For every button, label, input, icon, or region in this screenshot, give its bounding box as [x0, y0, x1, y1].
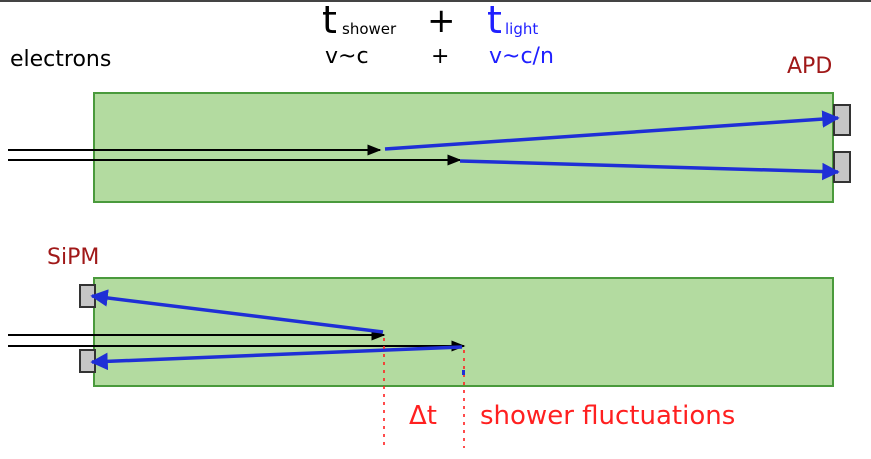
top-crystal: [93, 92, 834, 203]
delta-t-label: Δt: [409, 401, 437, 431]
t-light-symbol: t: [487, 0, 502, 42]
apd-sensor-upper: [833, 104, 851, 136]
light-ray-top-lower: [459, 159, 840, 181]
bottom-crystal: [93, 277, 834, 387]
sipm-label: SiPM: [47, 245, 100, 270]
t-shower-symbol: t: [322, 0, 337, 42]
electrons-label: electrons: [10, 47, 112, 72]
delta-t-tick: [462, 370, 465, 375]
formula-plus-top: +: [427, 1, 456, 41]
apd-label: APD: [787, 54, 833, 79]
speed-light-label: v~c/n: [489, 44, 554, 69]
t-light-subscript: light: [505, 20, 539, 38]
t-shower-subscript: shower: [342, 20, 397, 38]
formula-plus-speed: +: [431, 44, 450, 69]
light-ray-bottom-lower: [90, 345, 463, 371]
apd-sensor-lower: [833, 151, 851, 183]
shower-fluctuations-label: shower fluctuations: [480, 401, 736, 431]
light-ray-top-upper: [384, 110, 840, 151]
light-ray-bottom-upper: [90, 289, 384, 334]
speed-shower-label: v~c: [325, 44, 369, 69]
